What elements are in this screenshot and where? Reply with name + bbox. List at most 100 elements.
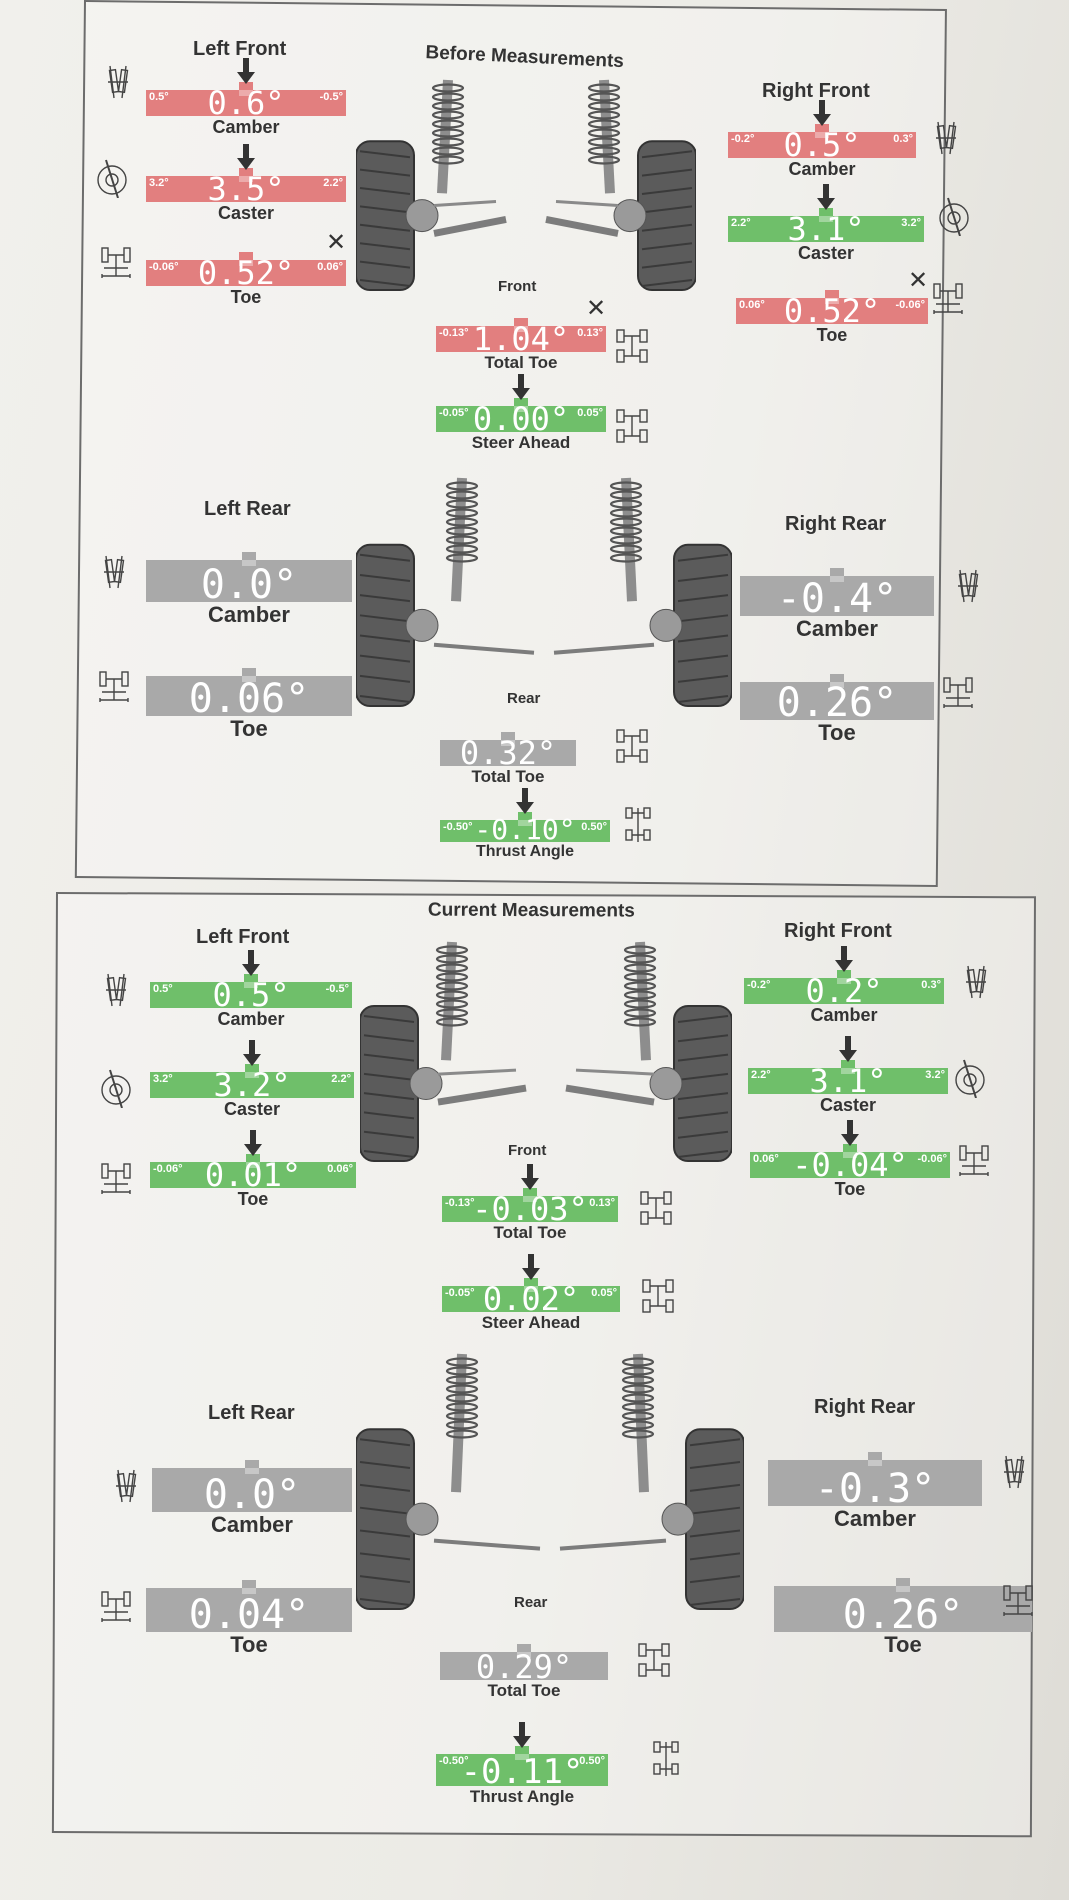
axle-frame — [936, 290, 960, 312]
gauge-band-shape — [146, 168, 346, 202]
gauge-label: Camber — [212, 117, 280, 137]
gauge-label: Steer Ahead — [481, 1313, 581, 1332]
tire-rear-right — [663, 1211, 672, 1225]
down-arrow-graphic — [237, 144, 255, 170]
width-marker — [101, 1190, 131, 1194]
gauge-band-shape — [744, 970, 944, 1004]
section-title-left-front: Left Front — [196, 926, 290, 948]
tire-front-left — [1003, 1585, 1011, 1601]
down-arrow-icon — [237, 58, 255, 84]
gauge-band-shape — [442, 1278, 620, 1312]
center-notch — [517, 1652, 531, 1658]
gauge-caster: 3.2°3.2°2.2°Caster — [150, 1040, 354, 1122]
steer-ahead-icon-graphic — [616, 409, 648, 443]
tread-line — [677, 614, 729, 623]
gauge-caster: 3.5°3.2°2.2°Caster — [146, 144, 346, 226]
range-min: -0.06° — [153, 1163, 183, 1175]
section-title-right-front: Right Front — [784, 920, 892, 942]
axle-label-rear: Rear — [514, 1594, 548, 1611]
tread-line — [359, 1552, 411, 1561]
tread-line — [363, 1034, 415, 1043]
left-spring-coil — [431, 83, 465, 93]
tire-front-left — [959, 1145, 967, 1161]
range-max: -0.5° — [325, 983, 349, 995]
tread-line — [689, 1552, 741, 1561]
gauge-band-shape — [728, 124, 916, 158]
gauge-band-shape — [440, 812, 610, 842]
hub-circle — [109, 1083, 123, 1097]
gauge-band — [750, 1144, 950, 1178]
tread-line — [641, 242, 693, 251]
tread-line — [363, 1015, 415, 1023]
left-spring-coil — [445, 1420, 479, 1430]
range-max: 3.2° — [901, 217, 921, 229]
camber-icon — [996, 1452, 1032, 1492]
down-arrow-graphic — [516, 788, 534, 814]
right-tie-rod — [553, 642, 655, 655]
center-notch — [868, 1460, 882, 1466]
left-spring-coil — [445, 1384, 479, 1394]
out-of-spec-x-icon: ✕ — [326, 228, 347, 256]
left-spring-coil — [445, 1402, 479, 1412]
toe-icon-graphic — [101, 1591, 131, 1622]
right-spring-coil — [621, 1375, 655, 1385]
left-tie-rod — [433, 199, 497, 207]
caster-icon-graphic — [101, 1069, 131, 1109]
right-spring-coil — [587, 119, 621, 129]
tire-left — [108, 68, 120, 94]
tread-line — [359, 674, 411, 683]
down-arrow-icon — [237, 144, 255, 170]
tire-right — [945, 124, 957, 150]
gauge-toe: 0.26°Toe — [774, 1578, 1032, 1660]
toe-icon — [98, 1158, 134, 1198]
wheel-circle — [97, 165, 127, 195]
down-arrow-icon — [513, 1722, 531, 1748]
width-marker — [101, 1618, 131, 1622]
suspension-graphic — [355, 1353, 745, 1610]
tread-line — [677, 1072, 729, 1081]
chassis — [648, 1197, 664, 1219]
gauge-value: -0.3° — [814, 1466, 936, 1513]
gauge-value: 3.2° — [213, 1065, 291, 1104]
gauge-label: Camber — [208, 602, 290, 627]
tread-line — [677, 1130, 729, 1139]
tread-line — [359, 279, 411, 287]
down-arrow-icon — [522, 1254, 540, 1280]
left-spring-coil — [435, 954, 469, 964]
left-spring-coil — [431, 101, 465, 111]
range-max: 0.13° — [589, 1197, 615, 1209]
gauge-label: Caster — [819, 1095, 877, 1115]
axle-frame — [1006, 1592, 1030, 1614]
tread-line — [677, 1015, 729, 1023]
left-spring-coil — [435, 981, 469, 991]
down-arrow-icon — [817, 184, 835, 210]
axle-label-rear: Rear — [507, 690, 541, 707]
tire-front-left — [653, 1741, 661, 1753]
range-min: -0.2° — [731, 133, 755, 145]
down-arrow-graphic — [513, 1722, 531, 1748]
center-notch — [830, 682, 844, 688]
tread-line — [363, 1092, 415, 1101]
right-hub — [649, 608, 683, 642]
center-notch — [242, 1588, 256, 1594]
tire-front-right — [121, 671, 129, 687]
suspension-graphic — [355, 477, 733, 707]
caster-axis — [109, 1069, 123, 1109]
right-spring-coil — [621, 1402, 655, 1412]
tread-line — [689, 1438, 741, 1447]
range-min: 0.06° — [739, 299, 765, 311]
gauge-band-shape — [146, 552, 352, 602]
gauge-band — [146, 552, 352, 602]
total-toe-icon-graphic — [616, 729, 648, 763]
gauge-label: Toe — [230, 1632, 268, 1657]
tread-line — [359, 553, 411, 562]
tire-rear-left — [616, 749, 625, 763]
range-max: 0.3° — [921, 979, 941, 991]
gauge-band-shape — [152, 1460, 352, 1512]
tire-front-right — [123, 1163, 131, 1179]
width-marker — [933, 310, 963, 314]
gauge-label: Toe — [834, 1179, 866, 1199]
center-notch — [246, 1162, 260, 1168]
width-marker — [99, 698, 129, 702]
gauge-band — [150, 1154, 356, 1188]
